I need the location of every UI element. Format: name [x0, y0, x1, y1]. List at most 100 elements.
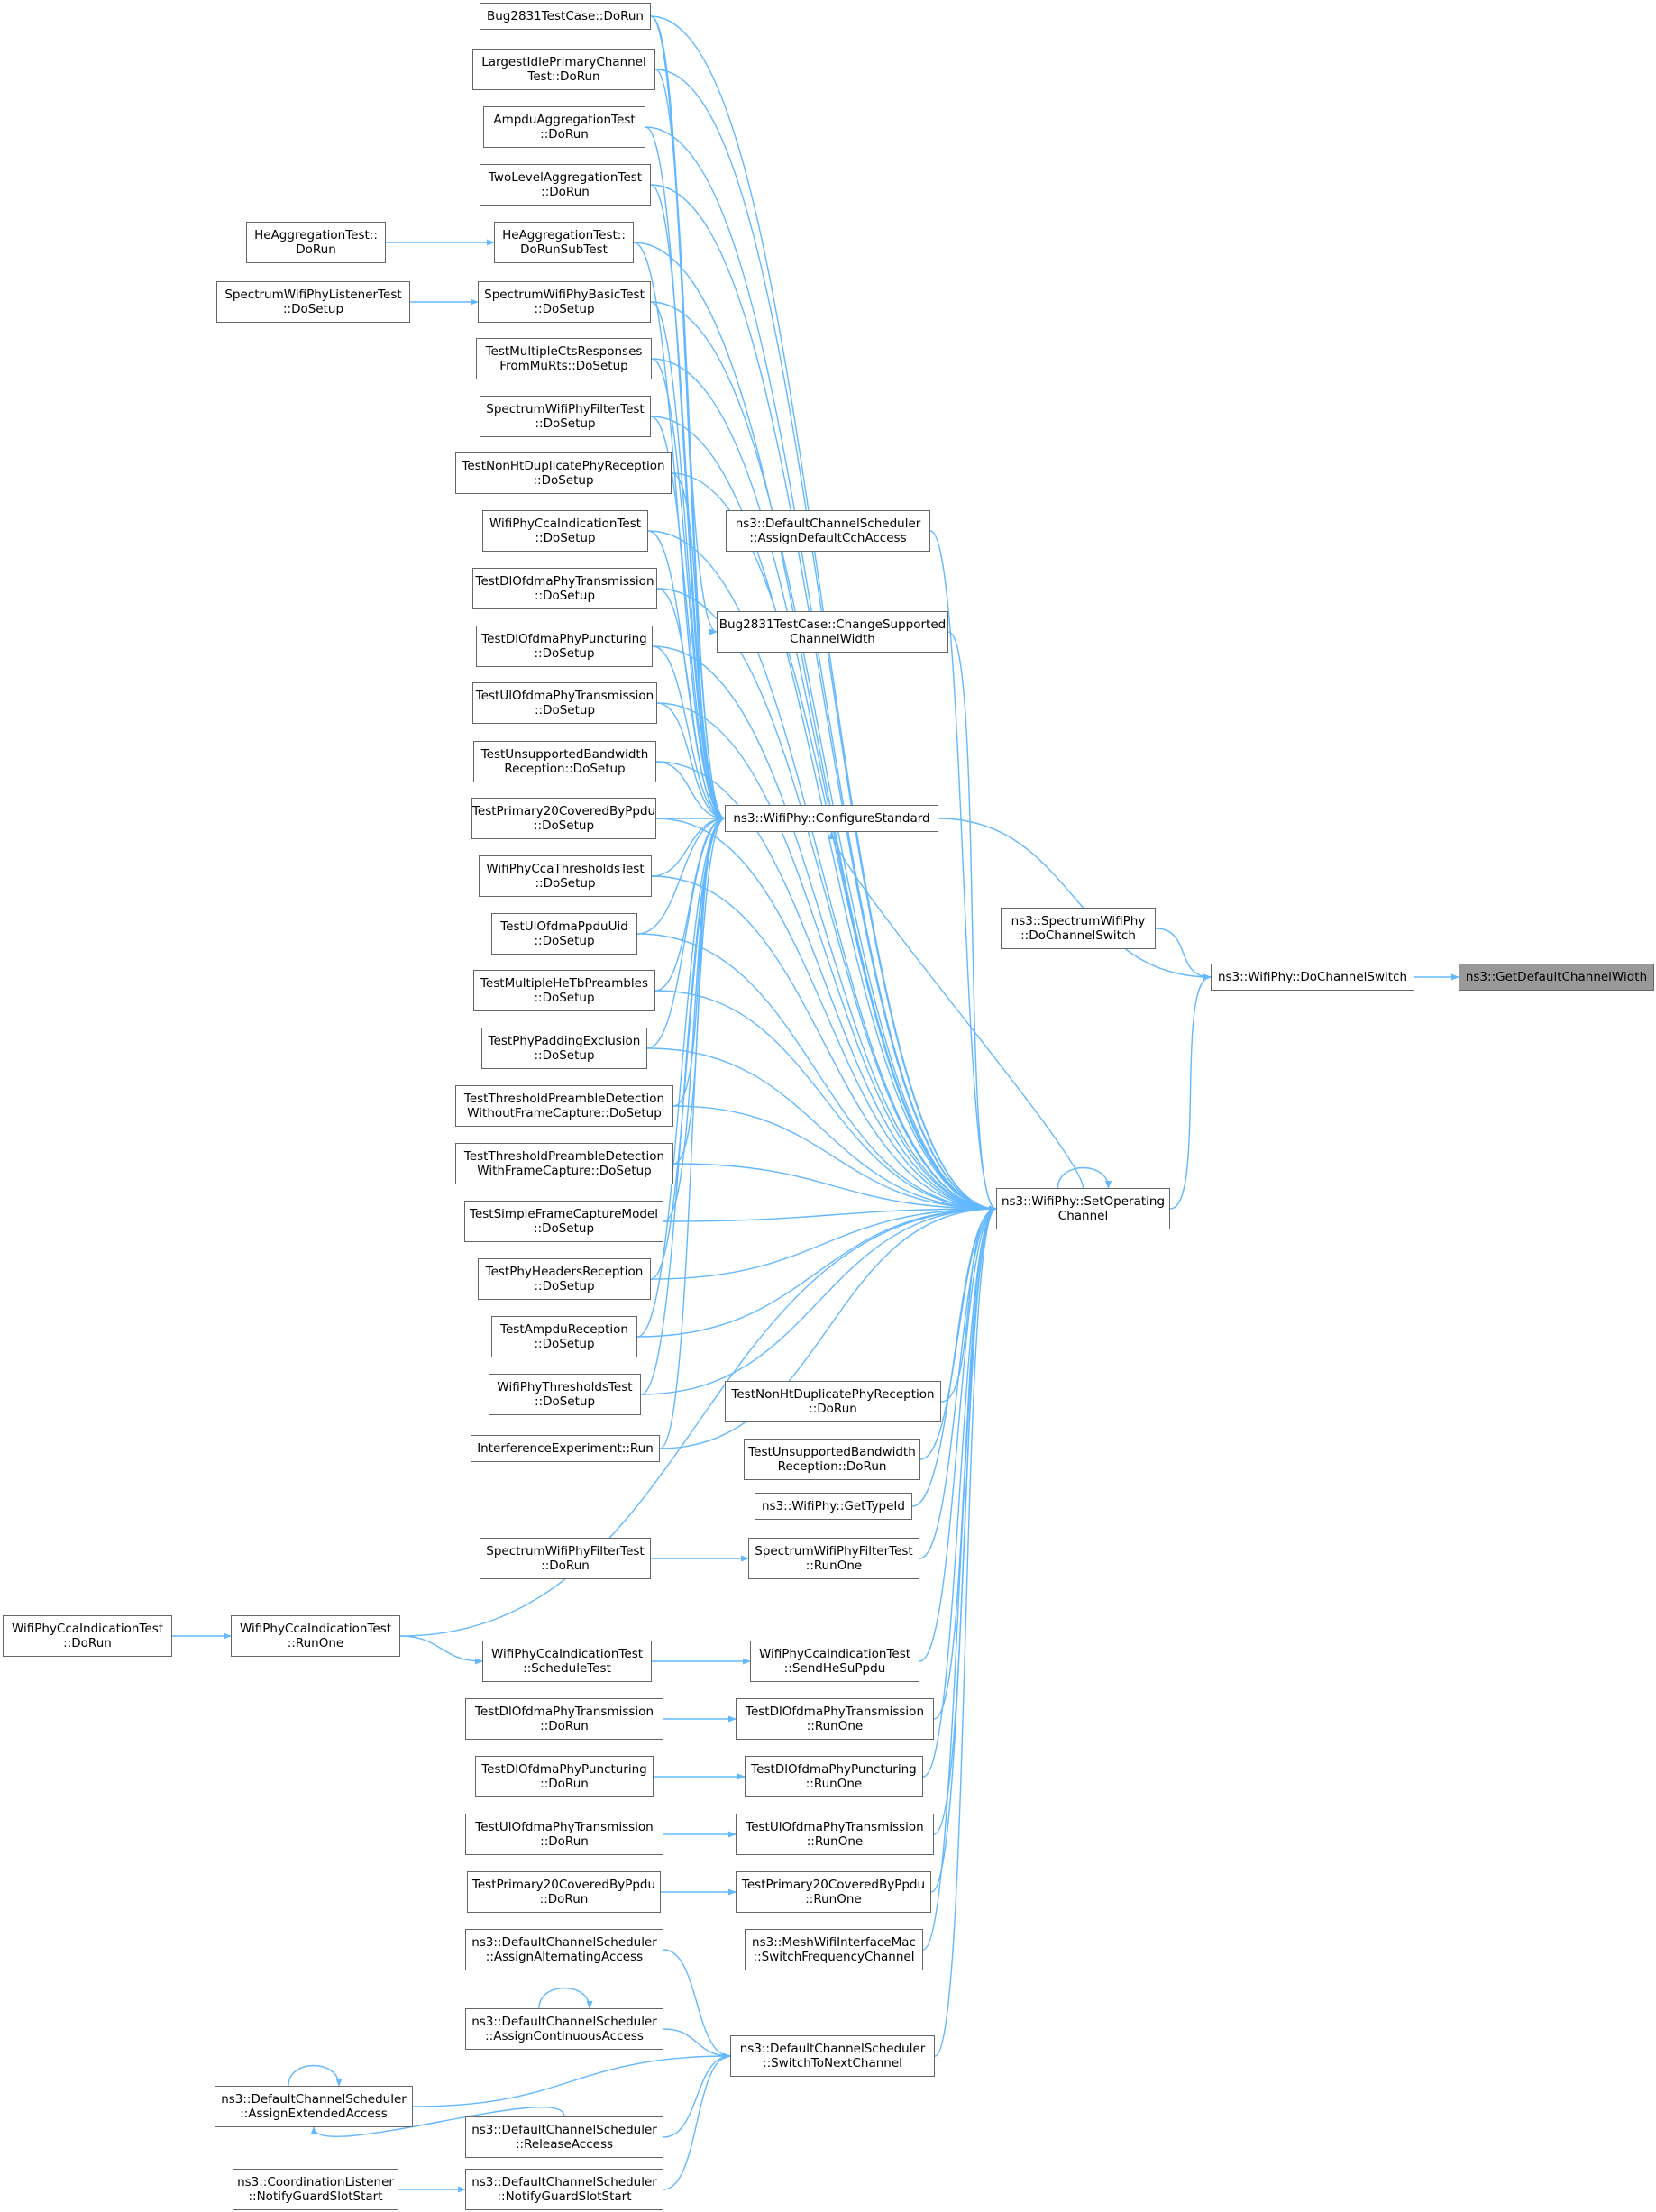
node-phy-padding-exclusion-dosetup[interactable]: TestPhyPaddingExclusion::DoSetup [481, 1028, 647, 1069]
node-ul-ofdma-transmission-dosetup[interactable]: TestUlOfdmaPhyTransmission::DoSetup [472, 682, 657, 724]
node-primary20-covered-dosetup[interactable]: TestPrimary20CoveredByPpdu::DoSetup [471, 798, 656, 839]
node-cca-thresholds-dosetup[interactable]: WifiPhyCcaThresholdsTest::DoSetup [479, 855, 652, 897]
node-label: ns3::DefaultChannelScheduler [735, 516, 921, 531]
node-label: Bug2831TestCase::DoRun [486, 9, 644, 23]
call-edge-n_twolevel-to-n_configure [650, 184, 726, 822]
call-edge-n_cca_thr-to-n_configure [651, 815, 726, 877]
node-ul-ofdma-transmission-dorun[interactable]: TestUlOfdmaPhyTransmission::DoRun [465, 1814, 663, 1855]
node-ampdu-reception-dosetup[interactable]: TestAmpduReception::DoSetup [491, 1316, 637, 1357]
call-edge-n_twolevel-to-n_set_op [650, 184, 997, 1212]
node-spectrum-wifiphy-basic-dosetup[interactable]: SpectrumWifiPhyBasicTest::DoSetup [478, 281, 651, 323]
node-label: InterferenceExperiment::Run [477, 1441, 654, 1456]
node-label: SpectrumWifiPhyFilterTest [755, 1544, 913, 1558]
node-label: ns3::MeshWifiInterfaceMac [752, 1935, 916, 1950]
node-label: ::DoSetup [534, 302, 595, 316]
node-simple-frame-capture-dosetup[interactable]: TestSimpleFrameCaptureModel::DoSetup [464, 1201, 663, 1242]
node-wifiphy-dochannelswitch[interactable]: ns3::WifiPhy::DoChannelSwitch [1211, 964, 1414, 991]
node-primary20-covered-dorun[interactable]: TestPrimary20CoveredByPpdu::DoRun [467, 1871, 661, 1913]
node-spectrum-wifiphy-listener-dosetup[interactable]: SpectrumWifiPhyListenerTest::DoSetup [216, 281, 410, 323]
node-assign-continuous-access[interactable]: ns3::DefaultChannelScheduler::AssignCont… [465, 2008, 663, 2050]
node-switch-to-next-channel[interactable]: ns3::DefaultChannelScheduler::SwitchToNe… [730, 2035, 935, 2077]
node-he-aggregation-dorunsubtest[interactable]: HeAggregationTest::DoRunSubTest [494, 222, 634, 263]
node-dl-ofdma-puncturing-dosetup[interactable]: TestDlOfdmaPhyPuncturing::DoSetup [476, 626, 653, 667]
node-label: ::DoSetup [533, 473, 594, 488]
node-primary20-covered-runone[interactable]: TestPrimary20CoveredByPpdu::RunOne [736, 1871, 931, 1913]
call-edge-n_nonht_dorun-to-n_set_op [940, 1205, 997, 1403]
node-dl-ofdma-transmission-runone[interactable]: TestDlOfdmaPhyTransmission::RunOne [736, 1698, 934, 1740]
node-label: ::AssignAlternatingAccess [485, 1950, 644, 1964]
node-spectrum-wifiphy-dochannelswitch[interactable]: ns3::SpectrumWifiPhy::DoChannelSwitch [1001, 908, 1156, 949]
node-label: TestSimpleFrameCaptureModel [470, 1207, 658, 1221]
node-cca-indication-scheduletest[interactable]: WifiPhyCcaIndicationTest::ScheduleTest [482, 1641, 652, 1682]
node-multiple-hetb-preambles-dosetup[interactable]: TestMultipleHeTbPreambles::DoSetup [473, 970, 655, 1011]
node-label: Reception::DoSetup [504, 762, 626, 776]
node-label: TestUnsupportedBandwidth [748, 1445, 916, 1459]
node-label: ::SwitchToNextChannel [763, 2056, 902, 2070]
node-spectrum-wifiphy-filter-runone[interactable]: SpectrumWifiPhyFilterTest::RunOne [748, 1538, 919, 1579]
node-phy-headers-reception-dosetup[interactable]: TestPhyHeadersReception::DoSetup [478, 1258, 651, 1300]
node-assign-default-cch-access[interactable]: ns3::DefaultChannelScheduler::AssignDefa… [726, 510, 930, 552]
node-two-level-aggregation-dorun[interactable]: TwoLevelAggregationTest::DoRun [480, 164, 651, 206]
node-wifiphy-configure-standard[interactable]: ns3::WifiPhy::ConfigureStandard [725, 805, 938, 832]
node-dl-ofdma-transmission-dorun[interactable]: TestDlOfdmaPhyTransmission::DoRun [465, 1698, 663, 1740]
call-edge-n_p20_setup-to-n_set_op [655, 818, 997, 1212]
node-label: ::DoSetup [534, 934, 595, 948]
node-mesh-wifi-switch-frequency-channel[interactable]: ns3::MeshWifiInterfaceMac::SwitchFrequen… [745, 1929, 923, 1970]
node-nonht-duplicate-phy-reception-dosetup[interactable]: TestNonHtDuplicatePhyReception::DoSetup [455, 452, 672, 494]
node-bug2831-dorun[interactable]: Bug2831TestCase::DoRun [480, 3, 651, 30]
node-dl-ofdma-transmission-dosetup[interactable]: TestDlOfdmaPhyTransmission::DoSetup [472, 568, 657, 609]
node-label: TestDlOfdmaPhyTransmission [475, 1705, 654, 1719]
node-spectrum-wifiphy-filter-dosetup[interactable]: SpectrumWifiPhyFilterTest::DoSetup [480, 396, 651, 437]
node-release-access[interactable]: ns3::DefaultChannelScheduler::ReleaseAcc… [465, 2116, 663, 2158]
node-label: TestUlOfdmaPhyTransmission [475, 1820, 654, 1834]
node-label: ::NotifyGuardSlotStart [248, 2189, 383, 2204]
node-label: ::DoRun [540, 1777, 589, 1791]
node-cca-indication-dosetup[interactable]: WifiPhyCcaIndicationTest::DoSetup [482, 510, 648, 552]
node-wifiphy-gettypeid[interactable]: ns3::WifiPhy::GetTypeId [755, 1493, 912, 1520]
node-label: TestUlOfdmaPhyTransmission [746, 1820, 924, 1834]
call-edge-n_thr_cap-to-n_set_op [672, 1163, 997, 1212]
call-edge-n_ul_tx_setup-to-n_configure [656, 702, 726, 822]
node-label: TestPrimary20CoveredByPpdu [471, 804, 656, 818]
node-label: ::RunOne [287, 1636, 344, 1650]
node-label: ::AssignDefaultCchAccess [749, 531, 907, 545]
node-assign-extended-access[interactable]: ns3::DefaultChannelScheduler::AssignExte… [215, 2086, 413, 2127]
node-he-aggregation-dorun[interactable]: HeAggregationTest::DoRun [246, 222, 386, 263]
node-dl-ofdma-puncturing-runone[interactable]: TestDlOfdmaPhyPuncturing::RunOne [745, 1756, 923, 1797]
node-assign-alternating-access[interactable]: ns3::DefaultChannelScheduler::AssignAlte… [465, 1929, 663, 1970]
node-dl-ofdma-puncturing-dorun[interactable]: TestDlOfdmaPhyPuncturing::DoRun [475, 1756, 654, 1797]
node-ul-ofdma-transmission-runone[interactable]: TestUlOfdmaPhyTransmission::RunOne [736, 1814, 934, 1855]
node-label: ::DoSetup [534, 589, 596, 603]
node-label: ::DoRun [541, 185, 590, 199]
node-coordination-listener-notify-guard-slot[interactable]: ns3::CoordinationListener::NotifyGuardSl… [233, 2169, 398, 2210]
node-cca-indication-sendhesuppdu[interactable]: WifiPhyCcaIndicationTest::SendHeSuPpdu [750, 1641, 919, 1682]
call-edge-n_configure-to-n_do_channel [938, 818, 1212, 981]
node-cca-indication-dorun[interactable]: WifiPhyCcaIndicationTest::DoRun [3, 1615, 172, 1657]
node-label: AmpduAggregationTest [493, 113, 636, 127]
node-ul-ofdma-ppdu-uid-dosetup[interactable]: TestUlOfdmaPpduUid::DoSetup [491, 913, 637, 955]
node-cca-indication-runone[interactable]: WifiPhyCcaIndicationTest::RunOne [231, 1615, 400, 1657]
node-label: ::DoSetup [533, 818, 595, 833]
call-edge-n_dl_tx_setup-to-n_configure [656, 588, 726, 822]
node-interference-experiment-run[interactable]: InterferenceExperiment::Run [471, 1435, 660, 1462]
node-label: WifiPhyCcaIndicationTest [490, 1647, 644, 1661]
node-spectrum-wifiphy-filter-dorun[interactable]: SpectrumWifiPhyFilterTest::DoRun [480, 1538, 651, 1579]
node-label: SpectrumWifiPhyFilterTest [486, 402, 645, 416]
node-wifiphy-thresholds-dosetup[interactable]: WifiPhyThresholdsTest::DoSetup [489, 1374, 641, 1415]
node-nonht-duplicate-phy-reception-dorun[interactable]: TestNonHtDuplicatePhyReception::DoRun [725, 1381, 941, 1422]
node-label: ns3::DefaultChannelScheduler [471, 2175, 657, 2189]
node-label: ::DoSetup [534, 1048, 595, 1063]
node-label: ::DoRun [540, 1719, 589, 1733]
node-notify-guard-slot-start[interactable]: ns3::DefaultChannelScheduler::NotifyGuar… [465, 2169, 663, 2210]
node-label: WifiPhyCcaThresholdsTest [486, 862, 645, 876]
node-ampdu-aggregation-dorun[interactable]: AmpduAggregationTest::DoRun [483, 106, 645, 148]
call-edge-n_swp_basic-to-n_set_op [650, 301, 997, 1212]
